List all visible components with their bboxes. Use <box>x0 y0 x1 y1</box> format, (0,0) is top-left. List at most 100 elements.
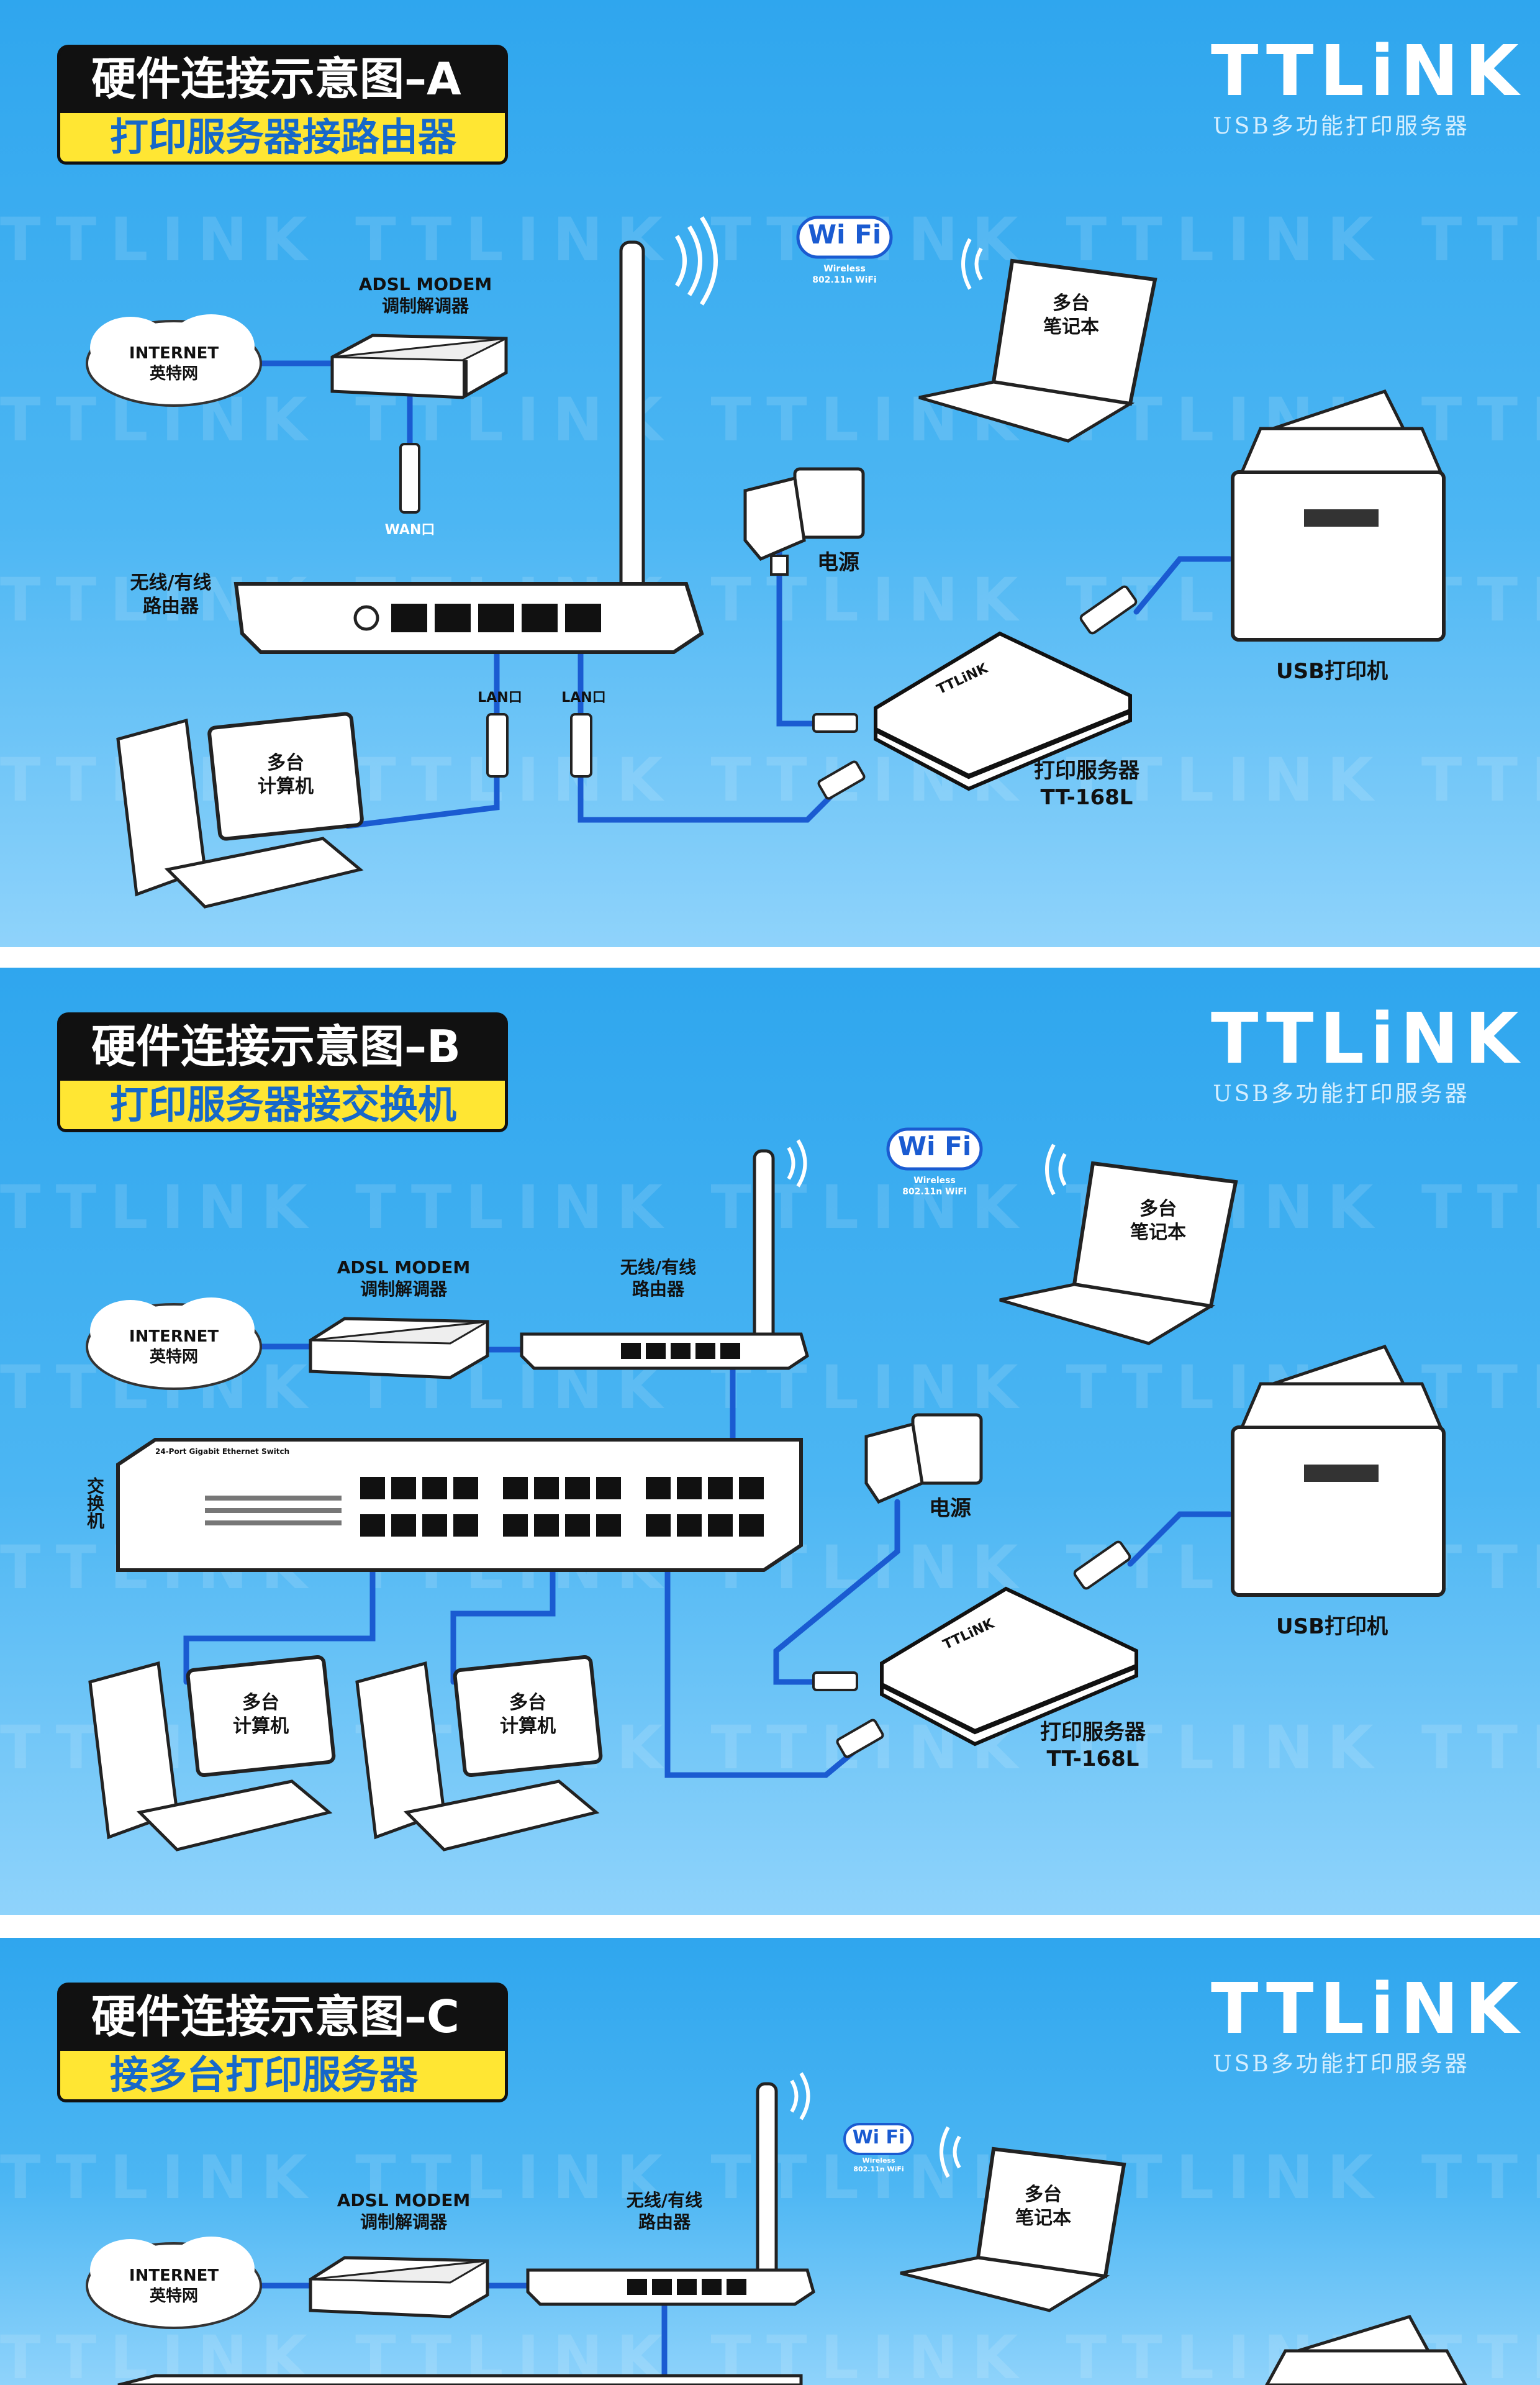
cable-lan-printserver <box>578 643 841 823</box>
switch-model-text: 24-Port Gigabit Ethernet Switch <box>155 1447 290 1456</box>
print-server-label: 打印服务器 TT-168L <box>1034 758 1139 810</box>
cable-switch-computer <box>183 1542 376 1685</box>
modem-cn-text: 调制解调器 <box>360 1279 447 1299</box>
wifi-badge-sub: Wireless 802.11n WiFi <box>812 264 877 285</box>
cable-power <box>776 543 823 727</box>
modem-device <box>309 2256 489 2319</box>
cables <box>183 1343 1233 1778</box>
usb-printer <box>1231 1344 1446 1597</box>
lan-connector <box>570 713 592 778</box>
usb-printer-label: USB打印机 <box>1275 1614 1388 1639</box>
internet-label: INTERNET 英特网 <box>127 343 220 384</box>
computers-label: 多台 计算机 <box>258 752 314 797</box>
wifi-badge <box>843 2123 914 2155</box>
internet-cloud <box>86 314 262 407</box>
modem-cn-text: 调制解调器 <box>381 296 469 316</box>
computers-label: 多台 计算机 <box>233 1692 289 1737</box>
wifi-signal-icon <box>790 2072 810 2120</box>
power-label: 电源 <box>817 550 859 575</box>
internet-cloud <box>86 2237 262 2329</box>
wifi-badge <box>886 1127 983 1171</box>
lan-label: LAN口 <box>478 690 522 706</box>
wifi-signal-icon <box>1045 1143 1067 1196</box>
lan-label: LAN口 <box>561 690 606 706</box>
brand-name: TTLiNK <box>1211 1969 1525 2050</box>
laptops-label: 多台 笔记本 <box>1015 2184 1071 2229</box>
diagram-a <box>86 216 1446 909</box>
modem-text: ADSL MODEM <box>337 1257 471 1278</box>
diagram-c <box>86 2072 1467 2385</box>
panel-c: TTLINK TTLINK TTLINK TTLINK TTLINK TTLIN… <box>0 1938 1540 2385</box>
desktop-computer <box>88 1655 336 1851</box>
panel-subtitle: 打印服务器接路由器 <box>57 113 508 165</box>
ethernet-switch <box>116 1438 803 1572</box>
internet-text: INTERNET <box>129 1327 219 1346</box>
print-server-device <box>874 631 1132 791</box>
internet-label: INTERNET 英特网 <box>127 1327 220 1367</box>
wan-label: WAN口 <box>384 522 435 538</box>
brand-logo: TTLiNK USB多功能打印服务器 <box>1211 31 1519 142</box>
power-adapter <box>864 1413 983 1504</box>
router-antenna <box>619 240 645 611</box>
router-label: 无线/有线 路由器 <box>130 572 212 617</box>
wifi-badge-text: Wi Fi <box>807 219 882 250</box>
cable-switch-printserver <box>664 1542 866 1778</box>
brand-name: TTLiNK <box>1211 999 1525 1079</box>
power-label: 电源 <box>929 1496 971 1521</box>
print-server-device <box>880 1586 1138 1747</box>
print-server-label: 打印服务器 TT-168L <box>1040 1720 1146 1771</box>
cable-power <box>773 1499 900 1685</box>
usb-plug <box>1079 585 1138 635</box>
brand-tagline: USB多功能打印服务器 <box>1213 1081 1470 1107</box>
desktop-computer <box>355 1655 603 1851</box>
laptop <box>900 2146 1126 2312</box>
usb-printer <box>1265 2315 1467 2385</box>
laptop <box>999 1161 1238 1345</box>
cables <box>251 2283 668 2385</box>
laptops-label: 多台 笔记本 <box>1043 293 1099 338</box>
wifi-signal-icon <box>961 238 983 290</box>
modem-cn-text: 调制解调器 <box>360 2212 447 2232</box>
cable-usb <box>1127 1511 1233 1567</box>
router-device <box>233 240 704 654</box>
modem-label: ADSL MODEM 调制解调器 <box>348 273 503 317</box>
modem-device <box>330 334 508 399</box>
laptop <box>918 258 1157 443</box>
modem-device <box>309 1317 489 1379</box>
panel-b: TTLINK TTLINK TTLINK TTLINK TTLINK TTLIN… <box>0 968 1540 1915</box>
brand-logo: TTLiNK USB多功能打印服务器 <box>1211 999 1525 1109</box>
usb-printer-label: USB打印机 <box>1275 659 1388 684</box>
usb-plug <box>1073 1540 1131 1590</box>
router-device <box>526 2082 815 2306</box>
brand-tagline: USB多功能打印服务器 <box>1213 2051 1470 2077</box>
panel-title: 硬件连接示意图–A <box>57 45 508 113</box>
lan-connector <box>486 713 509 778</box>
cable-lan-computer <box>345 643 500 829</box>
brand-logo: TTLiNK USB多功能打印服务器 <box>1211 1969 1525 2079</box>
router-antenna <box>753 1149 775 1364</box>
internet-cn-text: 英特网 <box>149 2286 198 2306</box>
wifi-signal-icon <box>787 1139 807 1188</box>
wifi-signal-icon <box>674 216 718 306</box>
panel-subtitle: 打印服务器接交换机 <box>57 1081 508 1132</box>
router-label: 无线/有线 路由器 <box>626 2190 703 2232</box>
internet-cn-text: 英特网 <box>149 1347 198 1366</box>
internet-text: INTERNET <box>129 2266 219 2285</box>
panel-title-box: 硬件连接示意图–A 打印服务器接路由器 <box>57 45 508 165</box>
internet-label: INTERNET 英特网 <box>127 2266 220 2306</box>
wan-connector <box>399 443 420 514</box>
desktop-computer <box>116 712 364 909</box>
internet-cloud <box>86 1297 262 1390</box>
wifi-badge-text: Wi Fi <box>897 1131 972 1161</box>
router-device <box>520 1149 809 1370</box>
power-adapter <box>743 467 865 576</box>
dc-plug <box>812 1671 858 1691</box>
watermark-row: TTLINK TTLINK TTLINK TTLINK TTLINK TTLIN… <box>0 205 1540 275</box>
cable-switch-computer <box>450 1542 556 1685</box>
internet-cn-text: 英特网 <box>149 364 198 383</box>
panel-title: 硬件连接示意图–C <box>57 1983 508 2051</box>
wifi-signal-icon <box>940 2126 961 2178</box>
cable-usb <box>1133 556 1233 615</box>
modem-text: ADSL MODEM <box>358 274 492 294</box>
dc-plug <box>812 713 858 733</box>
